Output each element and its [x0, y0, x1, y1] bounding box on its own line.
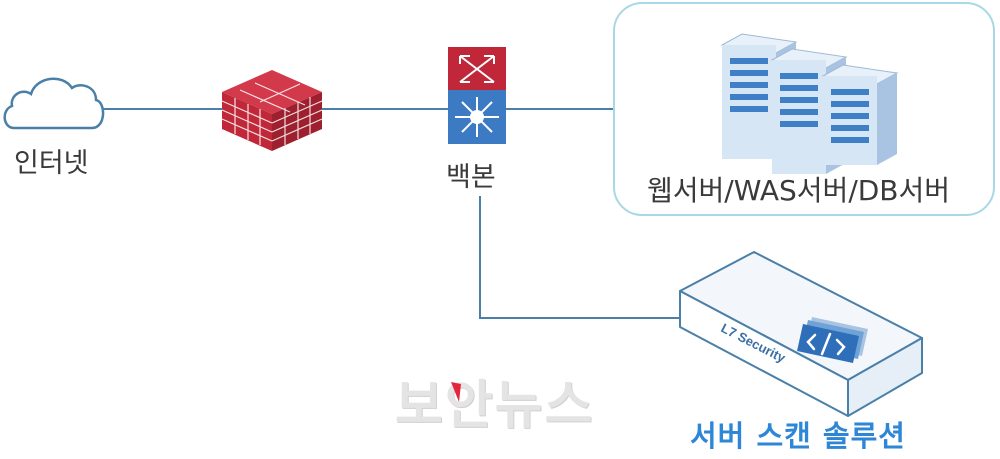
backbone-switch-icon	[448, 47, 506, 144]
edge-backbone-scanner	[479, 196, 684, 319]
cloud-icon	[3, 77, 105, 130]
scan-solution-label: 서버 스캔 솔루션	[690, 419, 906, 453]
firewall-icon	[221, 70, 323, 151]
server-group-label: 웹서버/WAS서버/DB서버	[647, 174, 951, 207]
watermark-accent-icon	[451, 382, 461, 402]
code-icon	[797, 317, 868, 363]
server-tower-icon	[821, 64, 899, 165]
backbone-label: 백본	[446, 162, 496, 193]
watermark-logo: 보안뉴스	[395, 376, 595, 436]
scan-appliance-icon: L7 Security	[679, 251, 923, 417]
connection-lines	[100, 108, 684, 319]
internet-label: 인터넷	[14, 148, 89, 179]
